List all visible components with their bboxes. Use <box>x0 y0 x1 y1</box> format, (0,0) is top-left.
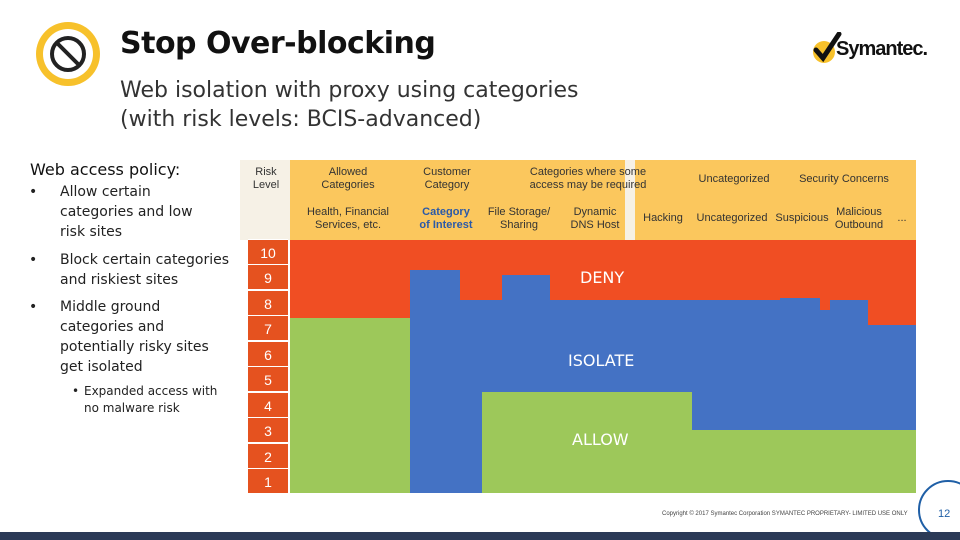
deny-label: DENY <box>580 268 625 287</box>
header-some-access: Categories where some access may be requ… <box>529 166 647 191</box>
checkmark-logo-icon <box>813 32 842 63</box>
table-header-band <box>240 160 916 240</box>
subheader-malicious-outbound: Malicious Outbound <box>834 206 884 231</box>
allow-zone <box>290 318 916 493</box>
header-allowed-categories: Allowed Categories <box>321 166 375 191</box>
risk-level-4: 4 <box>248 392 288 417</box>
page-number-badge: 12 <box>918 480 960 540</box>
logo-text: Symantec. <box>836 38 928 60</box>
uncategorized-header-gap <box>625 160 635 240</box>
page-title: Stop Over-blocking <box>120 26 436 61</box>
risk-level-10: 10 <box>248 239 288 264</box>
subtitle-line-2: (with risk levels: BCIS-advanced) <box>120 107 482 132</box>
header-customer-category: Customer Category <box>423 166 471 191</box>
risk-level-header-cell <box>240 160 290 240</box>
header-security-concerns: Security Concerns <box>799 173 889 185</box>
subheader-hacking: Hacking <box>643 212 683 224</box>
footer-bar <box>0 532 960 540</box>
risk-level-8: 8 <box>248 290 288 315</box>
subheader-dynamic-dns: Dynamic DNS Host <box>570 206 620 231</box>
bullet-allow: • Allow certain categories and low risk … <box>29 184 193 240</box>
allow-label: ALLOW <box>572 430 629 449</box>
bullet-block: • Block certain categories and riskiest … <box>29 252 230 288</box>
risk-level-5: 5 <box>248 366 288 391</box>
page-number: 12 <box>938 508 951 520</box>
subheader-suspicious: Suspicious <box>775 212 829 224</box>
subheader-more: ... <box>897 212 907 224</box>
risk-level-1: 1 <box>248 468 288 493</box>
page-subtitle: Web isolation with proxy using categorie… <box>120 76 578 134</box>
subheader-file-storage: File Storage/ Sharing <box>487 206 551 231</box>
header-uncategorized: Uncategorized <box>698 173 770 185</box>
risk-level-7: 7 <box>248 315 288 340</box>
risk-level-2: 2 <box>248 443 288 468</box>
risk-level-9: 9 <box>248 264 288 289</box>
symantec-logo: Symantec. <box>810 30 930 70</box>
policy-heading: Web access policy: <box>30 160 181 179</box>
copyright-text: Copyright © 2017 Symantec Corporation SY… <box>662 511 908 517</box>
stop-sign-icon <box>32 18 104 90</box>
policy-bullets: • Allow certain categories and low risk … <box>26 182 248 417</box>
risk-level-6: 6 <box>248 341 288 366</box>
bullet-isolate: • Middle ground categories and potential… <box>29 299 209 375</box>
isolate-label: ISOLATE <box>568 351 635 370</box>
subtitle-line-1: Web isolation with proxy using categorie… <box>120 78 579 103</box>
subheader-category-of-interest: Category of Interest <box>419 206 473 231</box>
risk-level-3: 3 <box>248 417 288 442</box>
subheader-uncategorized: Uncategorized <box>696 212 768 224</box>
header-risk-level: Risk Level <box>252 166 280 191</box>
subheader-health-financial: Health, Financial Services, etc. <box>307 206 389 231</box>
sub-bullet-expanded-access: • Expanded access with no malware risk <box>72 384 218 415</box>
